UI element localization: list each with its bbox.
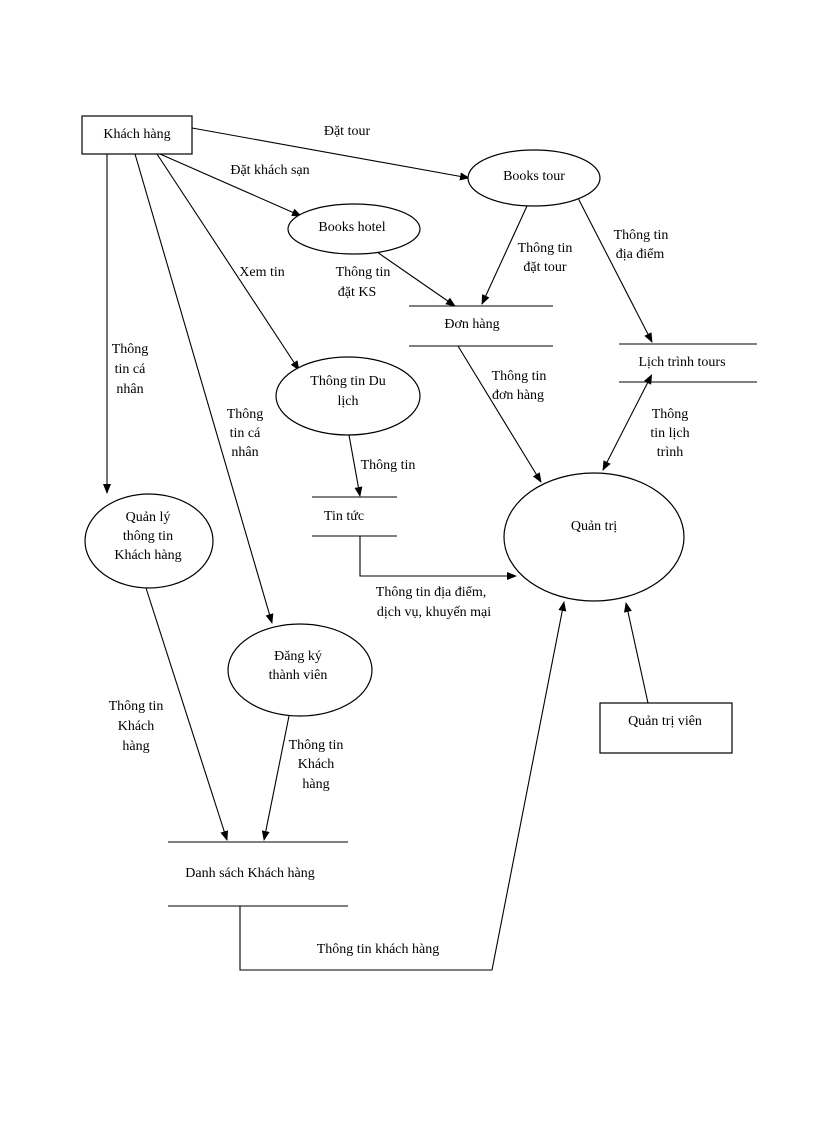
- store-danh-sach-khach-hang-label: Danh sách Khách hàng: [185, 866, 314, 881]
- label-thong-tin-don-hang: Thông tin đơn hàng: [492, 369, 547, 403]
- flow-thong-tin-khach-hang-2: [261, 715, 290, 841]
- process-dang-ky-thanh-vien-line-1: Đăng ký: [274, 649, 322, 664]
- label-thong-tin-ca-nhan-2: Thông tin cá nhân: [227, 407, 264, 460]
- flow-dat-tour: [191, 127, 470, 181]
- label-thong-tin-ca-nhan-1-line-2: tin cá: [115, 362, 146, 377]
- process-quan-ly-khach-hang: Quản lý thông tin Khách hàng: [84, 493, 214, 589]
- process-quan-ly-khach-hang-line-1: Quản lý: [126, 510, 171, 525]
- flow-thong-tin-lich-trinh: [602, 373, 653, 471]
- label-thong-tin-dia-diem-dv-km-line-1: Thông tin địa điểm,: [376, 585, 486, 600]
- label-thong-tin-khach-hang-3: Thông tin khách hàng: [317, 942, 439, 957]
- store-lich-trinh-tours: Lịch trình tours: [619, 343, 757, 383]
- label-thong-tin-khach-hang-2-line-3: hàng: [302, 777, 329, 792]
- label-thong-tin-khach-hang-1-line-2: Khách: [118, 719, 155, 734]
- process-quan-ly-khach-hang-line-3: Khách hàng: [114, 548, 181, 563]
- label-thong-tin-dat-tour-line-1: Thông tin: [518, 241, 573, 256]
- label-thong-tin-dat-ks-line-2: đặt KS: [338, 285, 377, 300]
- store-tin-tuc-label: Tin tức: [324, 509, 364, 524]
- label-thong-tin-dia-diem-line-1: Thông tin: [614, 228, 669, 243]
- label-thong-tin-ca-nhan-2-line-1: Thông: [227, 407, 264, 422]
- flow-thong-tin-khach-hang-3: [239, 601, 567, 971]
- process-quan-tri-label: Quản trị: [571, 519, 617, 534]
- store-don-hang-label: Đơn hàng: [444, 317, 499, 332]
- label-dat-tour: Đặt tour: [324, 124, 371, 139]
- label-thong-tin-ca-nhan-2-line-2: tin cá: [230, 426, 261, 441]
- label-thong-tin-dia-diem-line-2: địa điểm: [616, 247, 665, 262]
- process-thong-tin-du-lich-line-2: lịch: [338, 394, 359, 409]
- label-thong-tin-khach-hang-2: Thông tin Khách hàng: [289, 738, 344, 792]
- flow-xem-tin: [156, 153, 300, 371]
- label-thong-tin-dat-tour: Thông tin đặt tour: [518, 241, 573, 275]
- label-thong-tin: Thông tin: [361, 458, 416, 473]
- flow-thong-tin-dat-tour: [481, 205, 528, 305]
- process-books-tour: Books tour: [467, 149, 601, 207]
- store-tin-tuc: Tin tức: [312, 496, 397, 537]
- label-thong-tin-khach-hang-2-line-2: Khách: [298, 757, 335, 772]
- process-dang-ky-thanh-vien: Đăng ký thành viên: [227, 623, 373, 717]
- label-thong-tin-ca-nhan-1: Thông tin cá nhân: [112, 342, 149, 397]
- label-thong-tin-lich-trinh-line-3: trình: [657, 445, 683, 460]
- flow-thong-tin-dia-diem: [573, 189, 653, 343]
- entity-khach-hang: Khách hàng: [81, 115, 193, 155]
- process-books-hotel-label: Books hotel: [318, 220, 385, 235]
- entity-khach-hang-label: Khách hàng: [103, 127, 170, 142]
- store-lich-trinh-tours-label: Lịch trình tours: [638, 355, 725, 370]
- store-danh-sach-khach-hang: Danh sách Khách hàng: [168, 841, 348, 907]
- flow-dat-khach-san: [159, 153, 302, 217]
- label-thong-tin-dia-diem-dv-km-line-2: dịch vụ, khuyến mại: [377, 605, 491, 620]
- flow-thong-tin-dat-ks: [376, 251, 456, 307]
- label-thong-tin-ca-nhan-1-line-3: nhân: [116, 382, 143, 397]
- label-thong-tin-lich-trinh: Thông tin lịch trình: [650, 407, 689, 460]
- label-thong-tin-khach-hang-1-line-3: hàng: [122, 739, 149, 754]
- label-thong-tin-don-hang-line-2: đơn hàng: [492, 388, 544, 403]
- label-thong-tin-khach-hang-1-line-1: Thông tin: [109, 699, 164, 714]
- label-thong-tin-dat-ks-line-1: Thông tin: [336, 265, 391, 280]
- flow-thong-tin-dia-diem-dv-km: [359, 536, 517, 580]
- process-thong-tin-du-lich-line-1: Thông tin Du: [310, 374, 385, 389]
- label-thong-tin-dat-tour-line-2: đặt tour: [523, 260, 566, 275]
- flow-quan-tri-vien: [624, 602, 649, 704]
- process-books-tour-label: Books tour: [503, 169, 565, 184]
- label-thong-tin-dat-ks: Thông tin đặt KS: [336, 265, 391, 300]
- process-dang-ky-thanh-vien-line-2: thành viên: [269, 668, 328, 683]
- flow-thong-tin-khach-hang-1: [145, 587, 229, 841]
- process-quan-tri: Quản trị: [503, 472, 685, 602]
- entity-quan-tri-vien-label: Quản trị viên: [628, 714, 702, 729]
- process-books-hotel: Books hotel: [287, 203, 421, 255]
- label-thong-tin-dia-diem: Thông tin địa điểm: [614, 228, 669, 262]
- label-dat-khach-san: Đặt khách sạn: [230, 163, 309, 178]
- process-thong-tin-du-lich: Thông tin Du lịch: [275, 356, 421, 436]
- label-thong-tin-lich-trinh-line-2: tin lịch: [650, 426, 689, 441]
- label-thong-tin-khach-hang-1: Thông tin Khách hàng: [109, 699, 164, 754]
- process-quan-ly-khach-hang-line-2: thông tin: [123, 529, 173, 544]
- label-thong-tin-dia-diem-dv-km: Thông tin địa điểm, dịch vụ, khuyến mại: [376, 585, 491, 620]
- label-xem-tin: Xem tin: [239, 265, 285, 280]
- label-thong-tin-khach-hang-2-line-1: Thông tin: [289, 738, 344, 753]
- label-thong-tin-lich-trinh-line-1: Thông: [652, 407, 689, 422]
- flow-thong-tin-don-hang: [457, 345, 542, 483]
- label-thong-tin-don-hang-line-1: Thông tin: [492, 369, 547, 384]
- flow-thong-tin-ca-nhan-2: [134, 153, 274, 624]
- entity-quan-tri-vien: Quản trị viên: [599, 702, 733, 754]
- flow-thong-tin: [348, 434, 363, 497]
- label-thong-tin-ca-nhan-1-line-1: Thông: [112, 342, 149, 357]
- label-thong-tin-ca-nhan-2-line-3: nhân: [231, 445, 258, 460]
- store-don-hang: Đơn hàng: [409, 305, 553, 347]
